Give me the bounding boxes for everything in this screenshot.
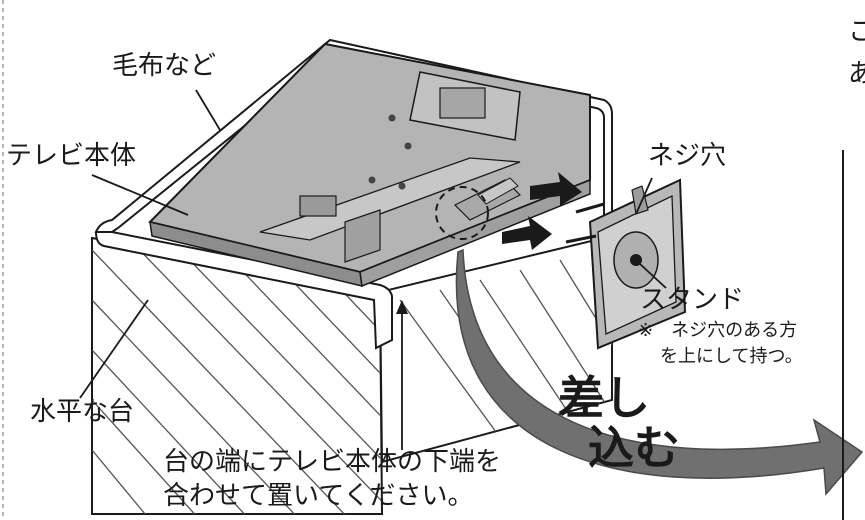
insert-label-line-1: 差し — [558, 371, 650, 425]
level-table — [91, 234, 613, 515]
tv-body-leader — [91, 174, 189, 216]
blanket-edge — [94, 231, 393, 350]
label-screw-hole: ネジ穴 — [648, 141, 727, 171]
insert-arrow-upper — [530, 172, 582, 206]
stand-leader — [639, 263, 667, 289]
edge-leader-arrowhead — [396, 300, 408, 314]
label-stand: スタンド — [640, 285, 745, 315]
screw-hole-leader — [635, 177, 653, 215]
note-line-2: を上にして持つ。 — [660, 346, 803, 367]
label-tv-body: テレビ本体 — [6, 141, 137, 171]
label-level-table: 水平な台 — [30, 397, 135, 427]
blanket — [94, 38, 613, 242]
instruction-line-2: 合わせて置いてください。 — [163, 481, 474, 511]
blanket-leader — [195, 89, 221, 131]
tv-body — [148, 42, 591, 288]
curved-arrow — [455, 248, 864, 496]
clipped-text-line-1: こ — [848, 17, 865, 47]
table-leader — [79, 299, 149, 399]
instruction-line-1: 台の端にテレビ本体の下端を — [163, 447, 502, 477]
note-line-1: ※ ネジ穴のある方 — [638, 320, 798, 341]
label-blanket: 毛布など — [112, 51, 217, 81]
insert-label-line-2: 込む — [588, 421, 680, 475]
stand — [565, 178, 687, 350]
clipped-text-line-2: あ — [848, 59, 865, 89]
insert-arrow-lower — [502, 216, 552, 250]
screw-hole-highlight-circle — [435, 186, 489, 240]
table-hatching — [92, 239, 382, 514]
